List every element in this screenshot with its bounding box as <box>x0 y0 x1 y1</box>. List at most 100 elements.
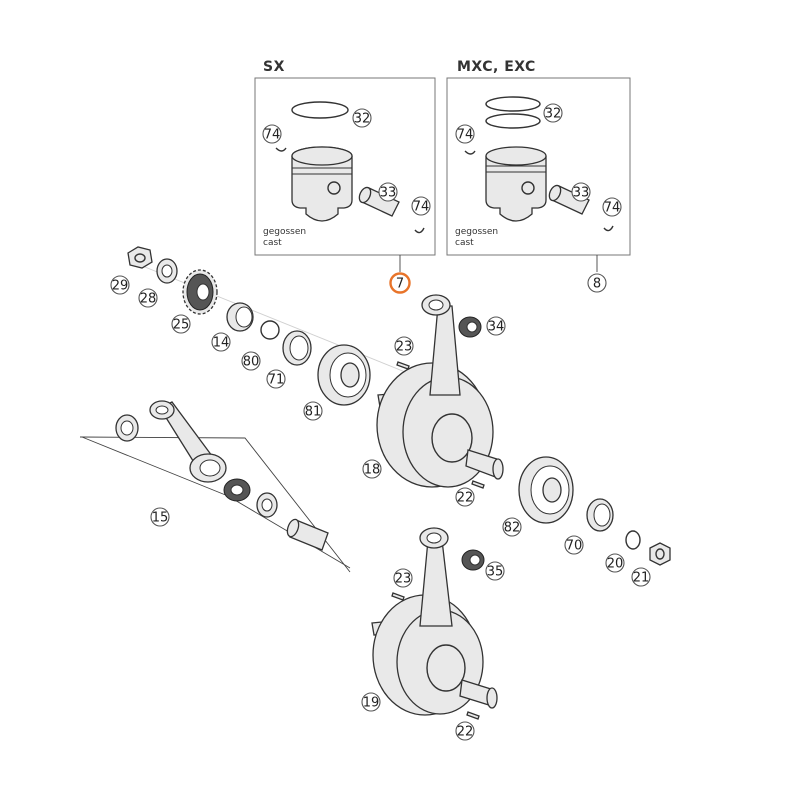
needle-top-callout-circle <box>486 316 506 336</box>
key-top2-callout-circle <box>455 487 475 507</box>
key-bottom2-callout-circle <box>455 721 475 741</box>
gear-callout-circle <box>171 314 191 334</box>
piston-pin <box>358 186 400 217</box>
sx-ring-callout-circle <box>352 108 372 128</box>
sx-panel-title: SX <box>263 59 285 75</box>
mxc-panel: MXC, EXC gegossen cast <box>446 59 631 272</box>
primary-gear <box>182 269 218 315</box>
needle-top-callout-label: 34 <box>488 320 505 335</box>
seal-callout-label: 71 <box>268 373 285 388</box>
sx-note-cast: cast <box>263 238 282 248</box>
conrod-kit-callout-circle <box>150 507 170 527</box>
key-bottom-callout-circle <box>393 568 413 588</box>
mxc-note-gegossen: gegossen <box>455 227 498 237</box>
woodruff-key <box>396 361 410 370</box>
oring-callout-circle <box>241 351 261 371</box>
key-top-callout-circle <box>394 336 414 356</box>
washer-right-callout-label: 20 <box>607 557 624 572</box>
sx-pin-callout-circle <box>378 182 398 202</box>
sx-panel-callout-circle <box>389 272 411 294</box>
mxc-pin-callout-circle <box>571 182 591 202</box>
crank-nut <box>127 246 153 269</box>
bushing <box>226 302 254 332</box>
piston <box>485 146 547 222</box>
sx-pin-callout-label: 33 <box>380 186 397 201</box>
mxc-clip2-callout-circle <box>602 197 622 217</box>
woodruff-key <box>471 480 485 489</box>
washer <box>156 258 178 284</box>
main-bearing-right <box>518 456 574 524</box>
mxc-note-cast: cast <box>455 238 474 248</box>
circlip <box>275 147 287 152</box>
woodruff-key <box>391 592 405 601</box>
woodruff-key <box>466 711 480 720</box>
sx-clip-callout-label: 74 <box>264 128 281 143</box>
washer-callout-label: 28 <box>140 292 157 307</box>
needle-bearing-bottom <box>461 549 485 571</box>
key-bottom-callout-label: 23 <box>395 572 412 587</box>
piston-ring <box>485 96 541 112</box>
crank-top-callout-label: 18 <box>364 463 381 478</box>
gear-callout-label: 25 <box>173 318 190 333</box>
sx-ring-callout-label: 32 <box>354 112 371 127</box>
mxc-clip-callout-circle <box>455 124 475 144</box>
piston-ring <box>291 101 349 119</box>
bush-callout-label: 14 <box>213 336 230 351</box>
mxc-panel-title: MXC, EXC <box>457 59 536 75</box>
nut-callout-circle <box>110 275 130 295</box>
bearing-left-callout-label: 81 <box>305 405 322 420</box>
key-top-callout-label: 23 <box>396 340 413 355</box>
mxc-panel-callout-label: 8 <box>593 277 601 292</box>
crank-nut-right <box>649 542 671 566</box>
crank-top-callout-circle <box>362 459 382 479</box>
mxc-ring-callout-circle <box>543 103 563 123</box>
seal-right-callout-circle <box>564 535 584 555</box>
mxc-panel-callout-circle <box>587 273 607 293</box>
mxc-ring-callout-label: 32 <box>545 107 562 122</box>
key-top2-callout-label: 22 <box>457 491 474 506</box>
needle-bottom-callout-label: 35 <box>487 565 504 580</box>
crank-bottom-callout-circle <box>361 692 381 712</box>
crankshaft-lower <box>371 527 498 716</box>
seal-callout-circle <box>266 369 286 389</box>
bush-callout-circle <box>211 332 231 352</box>
circlip <box>603 225 614 232</box>
nut-callout-label: 29 <box>112 279 129 294</box>
crankshaft-upper <box>376 294 504 488</box>
nut-right-callout-label: 21 <box>633 571 650 586</box>
sx-clip-callout-circle <box>262 124 282 144</box>
bearing-left-callout-circle <box>303 401 323 421</box>
bearing-right-callout-circle <box>502 517 522 537</box>
circlip <box>464 150 476 155</box>
sx-clip2-callout-circle <box>411 196 431 216</box>
sx-panel-callout-label: 7 <box>396 277 404 292</box>
shaft-seal <box>282 330 312 366</box>
shaft-seal-right <box>586 498 614 532</box>
conrod-kit <box>79 400 351 573</box>
circlip <box>414 227 425 234</box>
seal-right-callout-label: 70 <box>566 539 583 554</box>
washer-right <box>625 530 641 550</box>
key-bottom2-callout-label: 22 <box>457 725 474 740</box>
sx-note-gegossen: gegossen <box>263 227 306 237</box>
washer-callout-circle <box>138 288 158 308</box>
o-ring <box>260 320 280 340</box>
piston-pin <box>548 184 590 215</box>
piston <box>291 146 353 222</box>
needle-bearing-top <box>458 316 482 338</box>
sx-clip2-callout-label: 74 <box>413 200 430 215</box>
mxc-pin-callout-label: 33 <box>573 186 590 201</box>
bearing-right-callout-label: 82 <box>504 521 521 536</box>
mxc-clip-callout-label: 74 <box>457 128 474 143</box>
conrod-kit-callout-label: 15 <box>152 511 169 526</box>
crank-bottom-callout-label: 19 <box>363 696 380 711</box>
washer-right-callout-circle <box>605 553 625 573</box>
sx-panel: SX gegossen cast <box>254 59 436 272</box>
mxc-clip2-callout-label: 74 <box>604 201 621 216</box>
nut-right-callout-circle <box>631 567 651 587</box>
main-bearing-left <box>317 344 371 406</box>
needle-bottom-callout-circle <box>485 561 505 581</box>
piston-ring <box>485 113 541 129</box>
